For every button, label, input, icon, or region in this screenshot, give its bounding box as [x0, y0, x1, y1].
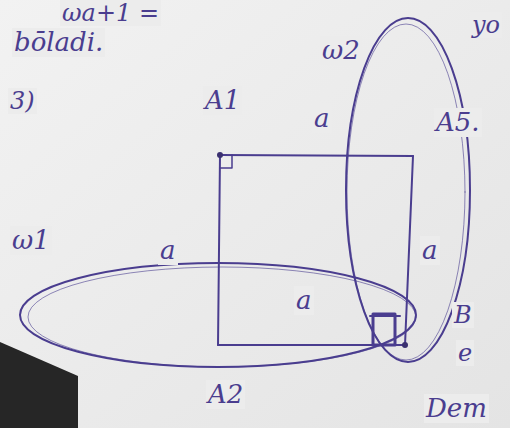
circle-omega2-retrace — [347, 24, 465, 360]
point-label: A2 — [206, 380, 245, 409]
point-label: A5. — [434, 108, 482, 137]
square-side — [218, 155, 220, 345]
photo-edge — [0, 342, 78, 428]
margin-text: B — [452, 302, 474, 328]
point-dot — [217, 152, 223, 158]
square-side — [405, 156, 413, 345]
margin-text: yo — [470, 12, 502, 38]
circle-omega1-retrace — [28, 267, 416, 367]
point-label: A1 — [203, 86, 242, 115]
side-label: a — [312, 104, 332, 133]
header-text: ωa+1 = — [60, 0, 161, 26]
side-label: a — [294, 286, 314, 315]
margin-text: Dem — [424, 394, 489, 423]
header-text: bōladi. — [12, 28, 105, 57]
problem-number: 3) — [8, 88, 37, 114]
circle-label: ω1 — [10, 226, 52, 255]
square-side — [220, 155, 413, 156]
right-angle-mark — [370, 315, 400, 317]
margin-text: e — [456, 340, 474, 366]
right-angle-mark — [373, 314, 395, 345]
side-label: a — [420, 236, 440, 265]
point-dot — [402, 342, 408, 348]
side-label: a — [158, 236, 178, 265]
circle-label: ω2 — [320, 36, 362, 65]
